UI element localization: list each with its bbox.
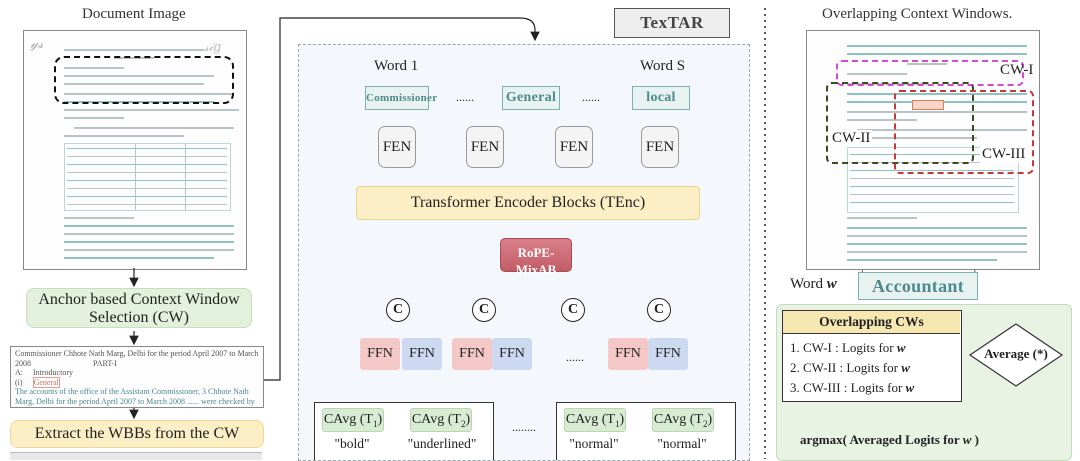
word-text: Word: [790, 276, 823, 292]
cavg-sub: 2: [460, 418, 466, 429]
token-accountant: Accountant: [858, 272, 978, 300]
ellipsis-3: ......: [566, 350, 584, 364]
item-var: w: [905, 380, 915, 395]
ffn-red-3: FFN: [608, 338, 648, 370]
ffn-red-1: FFN: [360, 338, 400, 370]
crop-general: General: [32, 376, 60, 388]
highlight-word: [912, 100, 944, 110]
crop-b: (i): [15, 377, 23, 387]
token-local: local: [632, 86, 690, 110]
argmax-label: argmax( Averaged Logits for w ): [800, 432, 979, 448]
item-text: 1. CW-I : Logits for: [790, 340, 897, 355]
word-w-label: Word w: [790, 276, 837, 293]
token-commissioner: Commissioner: [365, 86, 437, 110]
rope-mixab-block: RoPE-MixAB: [500, 238, 572, 277]
cavg-sub: 2: [702, 418, 708, 429]
bottom-strip: [10, 452, 262, 460]
signature-mark: 𝓎𝓈: [30, 37, 44, 52]
cavg-text: CAvg (T: [565, 412, 615, 427]
ellipsis-1: ......: [456, 90, 474, 104]
rope-label: RoPE-MixAB: [515, 245, 557, 277]
crop-line-1: Commissioner Chhote Nath Marg, Delhi for…: [15, 349, 259, 358]
label-normal-1: "normal": [569, 436, 619, 451]
crop-line-4: Marg, Delhi for the period April 2007 to…: [15, 396, 255, 406]
cw-i-label: CW-I: [1000, 62, 1034, 78]
argmax-text: argmax( Averaged Logits for: [800, 432, 963, 447]
cropped-window: Commissioner Chhote Nath Marg, Delhi for…: [10, 346, 264, 408]
cw-item-3: 3. CW-III : Logits for w: [790, 380, 914, 396]
crop-line-3: The accounts of the office of the Assist…: [15, 387, 249, 396]
table-region: [64, 143, 231, 211]
word-s-label: Word S: [640, 58, 686, 74]
cavg-t2-a: CAvg (T2): [410, 408, 472, 432]
label-bold: "bold": [334, 436, 370, 451]
right-title: Overlapping Context Windows.: [822, 6, 1013, 22]
cw-item-1: 1. CW-I : Logits for w: [790, 340, 906, 356]
token-general: General: [502, 86, 560, 110]
cw-i-box: [836, 60, 1024, 86]
ellipsis-2: ......: [582, 90, 600, 104]
transformer-encoder-blocks: Transformer Encoder Blocks (TEnc): [356, 186, 700, 220]
crop-line-2: 2008: [15, 358, 31, 368]
crop-part: PART-I: [93, 358, 117, 368]
item-text: 2. CW-II : Logits for: [790, 360, 902, 375]
cw-item-2: 2. CW-II : Logits for w: [790, 360, 910, 376]
cavg-close: ): [377, 412, 383, 427]
concat-node-1: C: [386, 298, 410, 322]
item-var: w: [896, 340, 906, 355]
fen-block-1: FEN: [378, 126, 416, 168]
crop-intro: Introductory: [33, 368, 73, 377]
cavg-text: CAvg (T: [653, 412, 703, 427]
cw-ii-label: CW-II: [830, 130, 873, 147]
argmax-var: w: [962, 432, 972, 447]
concat-node-2: C: [472, 298, 496, 322]
cavg-text: CAvg (T: [411, 412, 461, 427]
left-title: Document Image: [82, 6, 186, 22]
ellipsis-4: ........: [512, 420, 536, 434]
fen-block-2: FEN: [466, 126, 504, 168]
cavg-sub: 1: [614, 418, 620, 429]
cavg-sub: 1: [372, 418, 378, 429]
document-image: 𝓎𝓈 𝓈𝒾𝑔: [23, 30, 247, 270]
fen-block-3: FEN: [555, 126, 593, 168]
ffn-blue-2: FFN: [492, 338, 532, 370]
ffn-blue-3: FFN: [648, 338, 688, 370]
cavg-t1-b: CAvg (T1): [564, 408, 626, 432]
cw-iii-box: [894, 90, 1034, 174]
cavg-t1-a: CAvg (T1): [322, 408, 384, 432]
word-1-label: Word 1: [374, 58, 419, 74]
textar-title: TexTAR: [614, 8, 730, 38]
anchor-window: [54, 56, 234, 104]
word-var: w: [826, 276, 837, 292]
fen-block-4: FEN: [641, 126, 679, 168]
overlapping-cws-title: Overlapping CWs: [783, 311, 960, 334]
item-text: 3. CW-III : Logits for: [790, 380, 906, 395]
argmax-close: ): [971, 432, 979, 447]
cw-iii-label: CW-III: [980, 146, 1028, 163]
stamp-mark: 𝓈𝒾𝑔: [204, 39, 222, 54]
concat-node-3: C: [561, 298, 585, 322]
crop-a: A:: [15, 368, 23, 377]
cavg-close: ): [619, 412, 625, 427]
average-diamond: [968, 323, 1064, 387]
average-label: Average (*): [984, 346, 1048, 361]
label-underlined: "underlined": [407, 436, 477, 451]
ffn-red-2: FFN: [452, 338, 492, 370]
cavg-text: CAvg (T: [323, 412, 373, 427]
label-normal-2: "normal": [657, 436, 707, 451]
cavg-close: ): [707, 412, 713, 427]
ffn-blue-1: FFN: [402, 338, 442, 370]
step-extract-wbbs: Extract the WBBs from the CW: [10, 420, 264, 448]
cw-ii-box: [826, 82, 974, 164]
step-context-window: Anchor based Context Window Selection (C…: [26, 288, 252, 328]
item-var: w: [901, 360, 910, 375]
concat-node-4: C: [647, 298, 671, 322]
cavg-t2-b: CAvg (T2): [652, 408, 714, 432]
cavg-close: ): [465, 412, 471, 427]
